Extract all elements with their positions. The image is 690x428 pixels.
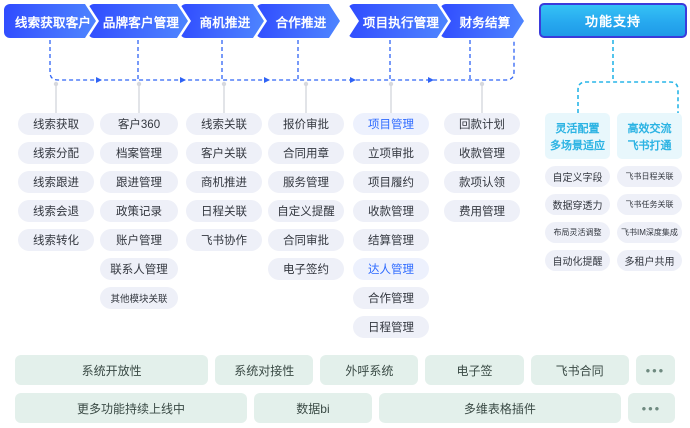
module-pill[interactable]: 政策记录: [100, 200, 178, 222]
bottom-cell[interactable]: 多维表格插件: [378, 393, 621, 423]
support-pill[interactable]: 自定义字段: [545, 166, 610, 187]
module-pill[interactable]: 电子签约: [268, 258, 344, 280]
flow-stage-6[interactable]: 财务结算: [440, 4, 524, 38]
support-pill[interactable]: 飞书日程关联: [617, 166, 682, 187]
module-pill[interactable]: 回款计划: [444, 113, 520, 135]
support-group-1: 灵活配置多场景适应自定义字段数据穿透力布局灵活调整自动化提醒: [545, 113, 610, 271]
flow-stage-label: 品牌客户管理: [102, 15, 180, 30]
flow-stage-label: 商机推进: [199, 15, 251, 30]
module-pill[interactable]: 日程关联: [186, 200, 262, 222]
module-pill[interactable]: 线索转化: [18, 229, 94, 251]
module-pill[interactable]: 日程管理: [353, 316, 429, 338]
flow-stage-3[interactable]: 商机推进: [180, 4, 264, 38]
module-pill[interactable]: 线索关联: [186, 113, 262, 135]
wire-support: [577, 40, 679, 113]
support-group-2: 高效交流飞书打通飞书日程关联飞书任务关联飞书IM深度集成多租户共用: [617, 113, 682, 271]
bottom-row-openness: 系统开放性系统对接性外呼系统电子签飞书合同•••: [15, 355, 676, 385]
module-pill[interactable]: 收款管理: [353, 200, 429, 222]
flow-stage-1[interactable]: 线索获取客户: [4, 4, 96, 38]
flow-stage-4[interactable]: 合作推进: [256, 4, 340, 38]
support-header-line1: 高效交流: [627, 122, 672, 135]
support-pill[interactable]: 飞书IM深度集成: [617, 222, 682, 243]
module-pill[interactable]: 合同审批: [268, 229, 344, 251]
module-column-5: 项目管理立项审批项目履约收款管理结算管理达人管理合作管理日程管理: [353, 113, 429, 338]
module-pill[interactable]: 账户管理: [100, 229, 178, 251]
wire-stem-caps: [53, 81, 485, 87]
flow-stage-label: 线索获取客户: [14, 15, 92, 30]
module-pill[interactable]: 项目履约: [353, 171, 429, 193]
module-column-6: 回款计划收款管理款项认领费用管理: [444, 113, 520, 222]
support-pill[interactable]: 数据穿透力: [545, 194, 610, 215]
bottom-cell[interactable]: 更多功能持续上线中: [15, 393, 248, 423]
module-pill[interactable]: 飞书协作: [186, 229, 262, 251]
module-column-4: 报价审批合同用章服务管理自定义提醒合同审批电子签约: [268, 113, 344, 280]
module-pill[interactable]: 费用管理: [444, 200, 520, 222]
module-pill[interactable]: 报价审批: [268, 113, 344, 135]
module-column-3: 线索关联客户关联商机推进日程关联飞书协作: [186, 113, 262, 251]
module-pill[interactable]: 合作管理: [353, 287, 429, 309]
module-pill[interactable]: 商机推进: [186, 171, 262, 193]
support-panel: 灵活配置多场景适应自定义字段数据穿透力布局灵活调整自动化提醒高效交流飞书打通飞书…: [545, 113, 682, 271]
support-header-line2: 多场景适应: [550, 139, 605, 152]
module-pill[interactable]: 服务管理: [268, 171, 344, 193]
support-pill[interactable]: 飞书任务关联: [617, 194, 682, 215]
module-column-2: 客户360 档案管理跟进管理政策记录账户管理联系人管理其他模块关联: [100, 113, 178, 309]
flow-stage-2[interactable]: 品牌客户管理: [88, 4, 188, 38]
bottom-cell[interactable]: 电子签: [425, 355, 524, 385]
flow-stage-label: 财务结算: [459, 15, 511, 30]
flow-stage-label: 项目执行管理: [362, 15, 440, 30]
module-pill[interactable]: 自定义提醒: [268, 200, 344, 222]
module-pill[interactable]: 收款管理: [444, 142, 520, 164]
module-column-1: 线索获取线索分配线索跟进线索会退线索转化: [18, 113, 94, 251]
wire-arrowheads: [96, 77, 434, 83]
module-pill[interactable]: 达人管理: [353, 258, 429, 280]
module-pill[interactable]: 立项审批: [353, 142, 429, 164]
support-header-line1: 灵活配置: [555, 122, 600, 135]
support-pill[interactable]: 布局灵活调整: [545, 222, 610, 243]
bottom-cell[interactable]: 系统开放性: [15, 355, 209, 385]
module-pill[interactable]: 线索会退: [18, 200, 94, 222]
module-pill[interactable]: 合同用章: [268, 142, 344, 164]
more-options-icon[interactable]: •••: [627, 393, 675, 423]
support-group-header[interactable]: 高效交流飞书打通: [617, 113, 682, 159]
flow-stage-5[interactable]: 项目执行管理: [348, 4, 448, 38]
wire-stems: [55, 83, 483, 113]
module-pill[interactable]: 联系人管理: [100, 258, 178, 280]
support-button-label: 功能支持: [584, 14, 641, 29]
bottom-cell[interactable]: 飞书合同: [530, 355, 629, 385]
module-pill[interactable]: 结算管理: [353, 229, 429, 251]
module-pill[interactable]: 线索分配: [18, 142, 94, 164]
flow-stage-label: 合作推进: [275, 15, 327, 30]
module-pill[interactable]: 跟进管理: [100, 171, 178, 193]
module-pill[interactable]: 其他模块关联: [100, 287, 178, 309]
bottom-cell[interactable]: 系统对接性: [215, 355, 314, 385]
more-options-icon[interactable]: •••: [635, 355, 676, 385]
module-pill[interactable]: 项目管理: [353, 113, 429, 135]
support-header-line2: 飞书打通: [627, 139, 672, 152]
module-pill[interactable]: 档案管理: [100, 142, 178, 164]
module-pill[interactable]: 客户360: [100, 113, 178, 135]
module-pill[interactable]: 线索获取: [18, 113, 94, 135]
wire-bus: [49, 40, 515, 81]
module-pill[interactable]: 线索跟进: [18, 171, 94, 193]
bottom-cell[interactable]: 数据bi: [254, 393, 372, 423]
support-button[interactable]: 功能支持: [539, 3, 687, 38]
module-pill[interactable]: 客户关联: [186, 142, 262, 164]
module-pill[interactable]: 款项认领: [444, 171, 520, 193]
support-group-header[interactable]: 灵活配置多场景适应: [545, 113, 610, 159]
bottom-cell[interactable]: 外呼系统: [320, 355, 419, 385]
support-pill[interactable]: 多租户共用: [617, 250, 682, 271]
support-pill[interactable]: 自动化提醒: [545, 250, 610, 271]
